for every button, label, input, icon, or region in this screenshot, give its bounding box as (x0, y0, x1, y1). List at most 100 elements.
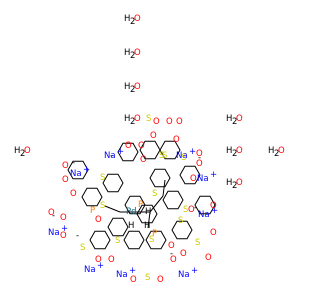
water-hydrogen: H (124, 114, 130, 124)
oxygen-atom: O (190, 174, 197, 184)
oxygen-atom: O (48, 208, 55, 218)
sulfur-atom: S (100, 201, 105, 211)
minus-charge: - (76, 231, 79, 241)
sodium-ion: Na (178, 270, 190, 280)
oxygen-atom: O (196, 159, 203, 169)
sodium-charge: + (83, 165, 90, 175)
phenyl-ring (149, 168, 171, 188)
phenyl-ring (171, 220, 193, 240)
sodium-ion: Na (104, 151, 116, 161)
phenyl-ring (117, 142, 139, 162)
oxygen-atom: O (210, 228, 217, 238)
minus-charge: - (52, 211, 55, 221)
sodium-ion: Na (197, 174, 209, 184)
oxygen-atom: O (70, 189, 77, 199)
phenyl-ring (67, 160, 89, 180)
sodium-ion: Na (84, 265, 96, 275)
water-subscript: 2 (232, 181, 237, 191)
water-subscript: 2 (130, 85, 135, 95)
sulfur-atom: S (145, 273, 150, 283)
phenyl-ring (123, 230, 145, 250)
oxygen-atom: O (62, 161, 69, 171)
phosphorus-atom: P (90, 206, 95, 216)
sulfur-atom: S (195, 238, 200, 248)
phenyl-ring (124, 195, 146, 215)
water-subscript: 2 (232, 117, 237, 127)
palladium-atom: Pd (126, 207, 137, 217)
oxygen-atom: O (150, 131, 157, 141)
water-hydrogen: H (14, 146, 20, 156)
minus-charge: - (110, 151, 113, 161)
sulfur-atom: S (178, 216, 183, 226)
phosphorus-atom: P (152, 229, 157, 239)
oxygen-atom: O (210, 201, 217, 211)
oxygen-atom: O (60, 231, 67, 241)
hydride-h: H (144, 221, 150, 231)
sodium-charge: + (189, 147, 196, 157)
phenyl-ring (194, 195, 216, 215)
sulfur-atom: S (159, 151, 164, 161)
sulfur-atom: S (149, 235, 154, 245)
phenyl-ring (159, 140, 181, 160)
water-hydrogen: H (124, 48, 130, 58)
water-oxygen: O (24, 146, 31, 156)
phenyl-ring (179, 165, 201, 185)
hydride-h: H (128, 221, 134, 231)
bond (162, 179, 166, 197)
water-oxygen: O (236, 178, 243, 188)
oxygen-atom: O (95, 255, 102, 265)
oxygen-atom: O (180, 249, 187, 259)
minus-charge: - (198, 153, 201, 163)
sodium-charge: + (129, 266, 136, 276)
sodium-ion: Na (198, 210, 210, 220)
sodium-ion: Na (48, 228, 60, 238)
water-hydrogen: H (226, 178, 232, 188)
phenyl-ring (102, 173, 124, 193)
sulfur-atom: S (183, 205, 188, 215)
water-subscript: 2 (20, 149, 25, 159)
phenyl-ring (81, 187, 103, 207)
phenyl-ring (162, 190, 184, 210)
oxygen-atom: O (168, 241, 175, 251)
sodium-ion: Na (176, 151, 188, 161)
sulfur-atom: S (146, 114, 151, 124)
oxygen-atom: O (153, 117, 160, 127)
sulfur-atom: S (100, 173, 105, 183)
bond-lines (67, 140, 216, 250)
oxygen-atom: O (157, 275, 164, 285)
oxygen-atom: O (196, 149, 203, 159)
water-oxygen: O (278, 146, 285, 156)
phosphorus-atom: P (138, 200, 143, 210)
water-oxygen: O (134, 48, 141, 58)
sulfur-atom: S (162, 151, 167, 161)
sulfur-atom: S (181, 153, 186, 163)
bond (147, 211, 151, 229)
oxygen-atom: O (176, 117, 183, 127)
water-hydrogen: H (226, 146, 232, 156)
water-subscript: 2 (130, 51, 135, 61)
sodium-charge: + (117, 147, 124, 157)
sodium-charge: + (191, 266, 198, 276)
oxygen-atom: O (173, 135, 180, 145)
sulfur-atom: S (115, 236, 120, 246)
phenyl-ring (136, 204, 158, 224)
water-hydrogen: H (268, 146, 274, 156)
water-subscript: 2 (130, 117, 135, 127)
oxygen-atom: O (188, 205, 195, 215)
oxygen-atom: O (125, 141, 132, 151)
water-subscript: 2 (130, 17, 135, 27)
phenyl-ring (145, 230, 167, 250)
oxygen-atom: O (166, 117, 173, 127)
sodium-charge: + (97, 261, 104, 271)
sodium-charge: + (61, 224, 68, 234)
